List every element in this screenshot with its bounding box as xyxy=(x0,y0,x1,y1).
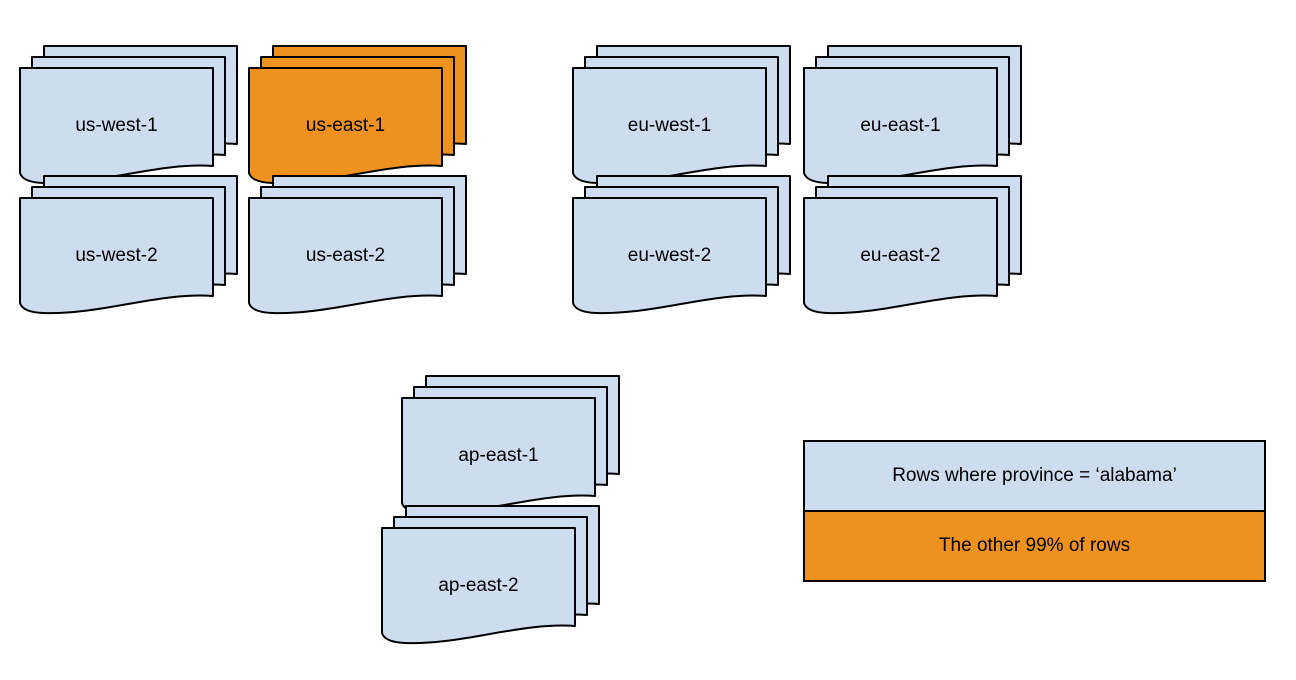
document-sheet xyxy=(248,67,443,185)
region-stack-eu-west-2[interactable]: eu-west-2 xyxy=(572,175,791,315)
legend-row-other-rows: The other 99% of rows xyxy=(805,512,1264,580)
legend-label-matching-rows: Rows where province = ‘alabama’ xyxy=(892,465,1177,486)
document-sheet xyxy=(19,197,214,315)
legend-row-matching-rows: Rows where province = ‘alabama’ xyxy=(805,442,1264,512)
document-sheet xyxy=(803,67,998,185)
region-stack-eu-east-2[interactable]: eu-east-2 xyxy=(803,175,1022,315)
region-stack-ap-east-2[interactable]: ap-east-2 xyxy=(381,505,600,645)
document-sheet xyxy=(401,397,596,515)
legend: Rows where province = ‘alabama’ The othe… xyxy=(803,440,1266,582)
document-sheet xyxy=(803,197,998,315)
region-stack-us-west-1[interactable]: us-west-1 xyxy=(19,45,238,185)
document-sheet xyxy=(381,527,576,645)
region-stack-eu-east-1[interactable]: eu-east-1 xyxy=(803,45,1022,185)
document-sheet xyxy=(572,197,767,315)
document-sheet xyxy=(19,67,214,185)
region-stack-eu-west-1[interactable]: eu-west-1 xyxy=(572,45,791,185)
region-stack-us-west-2[interactable]: us-west-2 xyxy=(19,175,238,315)
document-sheet xyxy=(248,197,443,315)
region-stack-us-east-1[interactable]: us-east-1 xyxy=(248,45,467,185)
document-sheet xyxy=(572,67,767,185)
region-stack-us-east-2[interactable]: us-east-2 xyxy=(248,175,467,315)
legend-label-other-rows: The other 99% of rows xyxy=(938,535,1131,556)
region-stack-ap-east-1[interactable]: ap-east-1 xyxy=(401,375,620,515)
